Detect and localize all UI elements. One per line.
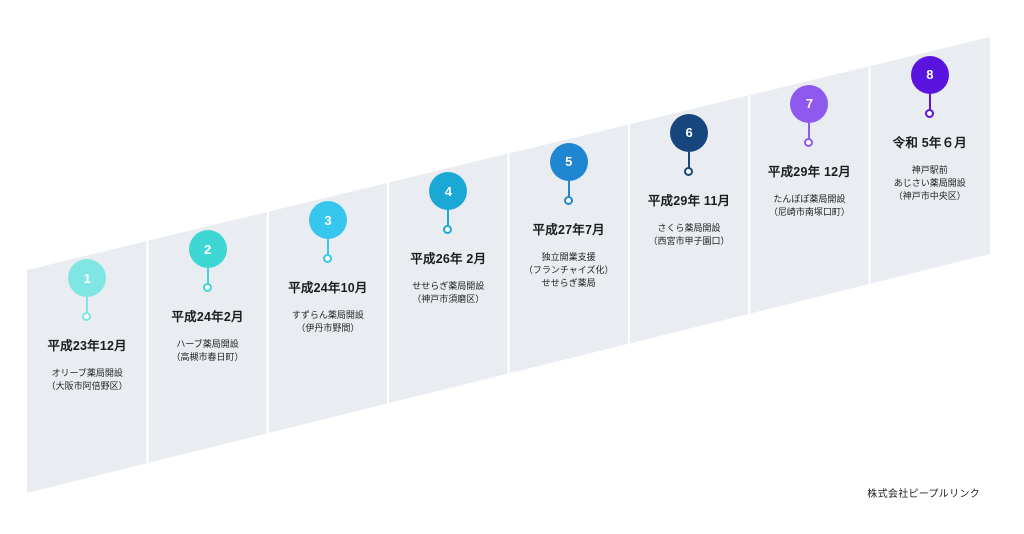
- step-description-line: （高槻市春日町）: [171, 353, 244, 364]
- step-description: さくら薬局開設 （西宮市甲子園口）: [629, 223, 749, 249]
- step-description-line: せせらぎ薬局: [541, 278, 596, 289]
- step-marker: 8: [910, 55, 949, 118]
- step-description: たんぽぽ薬局開設 （尼崎市南塚口町）: [749, 194, 869, 220]
- step-text: 平成29年 11月さくら薬局開設 （西宮市甲子園口）: [629, 190, 749, 249]
- step-number-badge: 5: [549, 142, 588, 181]
- step-description-line: たんぽぽ薬局開設: [773, 194, 846, 205]
- step-description-line: 独立開業支援: [541, 252, 596, 263]
- step-description: せせらぎ薬局開設 （神戸市須磨区）: [388, 281, 508, 307]
- step-description: 神戸駅前あじさい薬局開設 （神戸市中央区）: [870, 165, 990, 204]
- step-date: 令和 5年６月: [892, 135, 967, 150]
- step-number-badge: 7: [790, 84, 829, 123]
- pin-stem: [447, 210, 450, 227]
- step-number-badge: 8: [910, 55, 949, 94]
- step-number-badge: 3: [308, 201, 347, 240]
- step-description-line: オリーブ薬局開設: [51, 369, 123, 380]
- step-date: 平成29年 12月: [767, 164, 851, 179]
- step-date: 平成24年10月: [288, 281, 368, 296]
- step-description: ハーブ薬局開設 （高槻市春日町）: [148, 339, 268, 365]
- step-date: 平成29年 11月: [647, 193, 731, 208]
- step-description-line: すずらん薬局開設: [291, 311, 364, 322]
- step-marker: 4: [429, 172, 468, 235]
- step-description: すずらん薬局開設 （伊丹市野間）: [268, 310, 388, 336]
- step-description-line: （伊丹市野間）: [296, 324, 360, 335]
- step-description-line: （フランチャイズ化）: [523, 265, 614, 276]
- pin-dot-icon: [82, 312, 92, 322]
- step-description: オリーブ薬局開設 （大阪市阿倍野区）: [27, 368, 147, 394]
- step-description-line: （西宮市甲子園口）: [648, 236, 730, 247]
- pin-dot-icon: [202, 283, 212, 293]
- step-description-line: あじさい薬局開設: [893, 178, 966, 189]
- step-description-line: ハーブ薬局開設: [176, 340, 239, 351]
- pin-stem: [567, 180, 570, 197]
- step-text: 平成26年 2月せせらぎ薬局開設 （神戸市須磨区）: [388, 248, 508, 307]
- pin-stem: [326, 239, 329, 256]
- company-name: 株式会社ピープルリンク: [867, 489, 980, 500]
- step-text: 平成23年12月オリーブ薬局開設 （大阪市阿倍野区）: [27, 335, 147, 394]
- step-description-line: 神戸駅前: [911, 165, 948, 176]
- pin-stem: [928, 93, 931, 110]
- step-number-badge: 4: [429, 172, 468, 211]
- step-date: 平成27年7月: [532, 222, 605, 237]
- step-text: 平成24年10月すずらん薬局開設 （伊丹市野間）: [268, 277, 388, 336]
- pin-dot-icon: [924, 108, 934, 118]
- step-marker: 5: [549, 142, 588, 205]
- step-date: 平成24年2月: [171, 310, 244, 325]
- pin-stem: [86, 297, 89, 314]
- step-date: 平成26年 2月: [410, 252, 487, 267]
- step-number-badge: 6: [670, 113, 709, 152]
- pin-stem: [688, 151, 691, 168]
- step-text: 平成29年 12月たんぽぽ薬局開設 （尼崎市南塚口町）: [749, 161, 869, 220]
- step-number-badge: 1: [68, 259, 107, 298]
- step-description-line: （尼崎市南塚口町）: [768, 207, 850, 218]
- pin-dot-icon: [322, 254, 332, 264]
- step-description-line: （神戸市中央区）: [893, 191, 966, 202]
- step-text: 平成27年7月独立開業支援 （フランチャイズ化） せせらぎ薬局: [509, 219, 629, 291]
- step-marker: 7: [790, 84, 829, 147]
- pin-stem: [808, 122, 811, 139]
- pin-dot-icon: [563, 195, 573, 205]
- step-marker: 3: [308, 201, 347, 264]
- step-description-line: （神戸市須磨区）: [412, 295, 485, 306]
- step-date: 平成23年12月: [47, 339, 127, 354]
- step-text: 平成24年2月ハーブ薬局開設 （高槻市春日町）: [148, 306, 268, 365]
- step-marker: 2: [188, 230, 227, 293]
- step-description-line: さくら薬局開設: [657, 223, 721, 234]
- pin-dot-icon: [443, 225, 453, 235]
- pin-stem: [206, 268, 209, 285]
- pin-dot-icon: [804, 137, 814, 147]
- step-number-badge: 2: [188, 230, 227, 269]
- step-description: 独立開業支援 （フランチャイズ化） せせらぎ薬局: [509, 252, 629, 291]
- step-description-line: （大阪市阿倍野区）: [46, 382, 128, 393]
- step-description-line: せせらぎ薬局開設: [412, 282, 485, 293]
- step-marker: 1: [68, 259, 107, 322]
- step-text: 令和 5年６月神戸駅前あじさい薬局開設 （神戸市中央区）: [870, 132, 990, 204]
- pin-dot-icon: [684, 166, 694, 176]
- step-marker: 6: [670, 113, 709, 176]
